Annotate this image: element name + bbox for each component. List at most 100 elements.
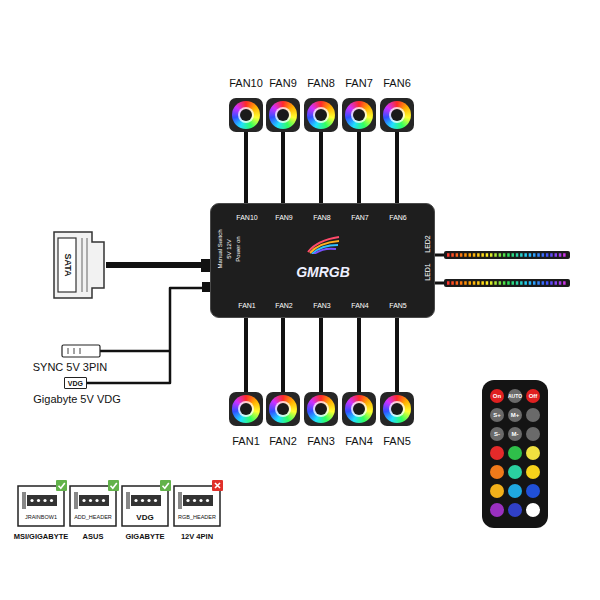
fan-hub (391, 109, 403, 121)
cable-connector (319, 318, 323, 392)
fan-frame (229, 392, 263, 426)
led-strip (444, 251, 570, 259)
cable-connector (357, 132, 361, 203)
fan-frame (342, 392, 376, 426)
cable-connector (281, 318, 285, 392)
brand-name: GMRGB (296, 265, 350, 279)
check-mark (160, 480, 171, 491)
led-cable (434, 282, 444, 285)
fan-hub (353, 109, 365, 121)
cable-connector (106, 262, 210, 268)
cable-connector (244, 132, 248, 203)
port-label: FAN10 (236, 214, 257, 221)
sata-outline (52, 228, 106, 302)
fan-hub (240, 109, 252, 121)
fan-frame (304, 392, 338, 426)
led-strip (444, 279, 570, 287)
led-lights (447, 253, 567, 257)
header-icon (174, 486, 220, 526)
fan-ring (345, 101, 373, 129)
check-mark (56, 480, 67, 491)
port-label: Power on (235, 236, 241, 261)
rgb-fan: FAN8 (303, 76, 339, 132)
remote-button (508, 465, 522, 479)
button-label: M- (512, 431, 519, 437)
button-label: M+ (511, 412, 520, 418)
rgb-fan: FAN10 (228, 76, 264, 132)
fan-label: FAN2 (269, 436, 297, 447)
cable-connector (244, 318, 248, 392)
fan-label: FAN4 (345, 436, 373, 447)
sync-branch (100, 350, 170, 353)
rgb-fan: FAN9 (265, 76, 301, 132)
header-name: JRAINBOW1 (25, 515, 57, 521)
fan-frame (229, 98, 263, 132)
fan-frame (304, 98, 338, 132)
remote-button (490, 465, 504, 479)
cable-connector (395, 318, 399, 392)
port-label: Manual Switch (217, 229, 223, 268)
header-icon (70, 486, 116, 526)
brand-caption: 12V 4PIN (181, 533, 213, 541)
remote-button (526, 408, 540, 422)
remote-button (508, 484, 522, 498)
port-label: FAN2 (275, 302, 293, 309)
connector-label: VDG (68, 379, 83, 386)
cable-connector (319, 132, 323, 203)
rgb-fan: FAN6 (379, 76, 415, 132)
port-label: 5V 12V (226, 239, 232, 259)
remote-button (526, 465, 540, 479)
cross-mark (212, 480, 223, 491)
vdg-connector: VDG (64, 377, 87, 389)
fan-hub (353, 403, 365, 415)
port-label: FAN3 (313, 302, 331, 309)
rgb-fan: FAN2 (265, 392, 301, 448)
remote-button (526, 484, 540, 498)
check-mark (108, 480, 119, 491)
remote-button (490, 446, 504, 460)
rgb-fan: FAN4 (341, 392, 377, 448)
port-label: FAN6 (389, 214, 407, 221)
header-icon (122, 486, 168, 526)
cable-connector (395, 132, 399, 203)
fan-hub (277, 109, 289, 121)
remote-button (526, 446, 540, 460)
remote-button (508, 503, 522, 517)
controller-hub: GMRGBFAN10FAN9FAN8FAN7FAN6Manual Switch5… (210, 203, 435, 318)
logo-swoosh (305, 234, 341, 254)
remote-button (508, 446, 522, 460)
fan-hub (315, 403, 327, 415)
connector-label: SATA (63, 253, 72, 276)
three-pin-plug (62, 345, 100, 357)
led-cable (434, 254, 444, 257)
header-name: RGB_HEADER (178, 515, 216, 521)
fan-frame (380, 98, 414, 132)
remote-button (490, 503, 504, 517)
fan-frame (266, 392, 300, 426)
fan-ring (345, 395, 373, 423)
button-label: On (493, 393, 501, 399)
fan-ring (307, 101, 335, 129)
fan-label: FAN9 (269, 78, 297, 89)
fan-hub (240, 403, 252, 415)
header-icon (18, 486, 64, 526)
remote-button (490, 484, 504, 498)
fan-ring (232, 101, 260, 129)
fan-hub (391, 403, 403, 415)
port-label: FAN9 (275, 214, 293, 221)
rgb-fan: FAN1 (228, 392, 264, 448)
sata-shape (52, 228, 106, 302)
led-lights (447, 281, 567, 285)
remote-button (526, 427, 540, 441)
fan-hub (277, 403, 289, 415)
fan-ring (232, 395, 260, 423)
fan-ring (269, 101, 297, 129)
fan-label: FAN7 (345, 78, 373, 89)
header-name: ADD_HEADER (74, 515, 112, 521)
button-label: S- (494, 431, 500, 437)
fan-label: FAN8 (307, 78, 335, 89)
brand-caption: ASUS (83, 533, 104, 541)
rgb-fan: FAN7 (341, 76, 377, 132)
cable-label: Gigabyte 5V VDG (33, 394, 120, 405)
